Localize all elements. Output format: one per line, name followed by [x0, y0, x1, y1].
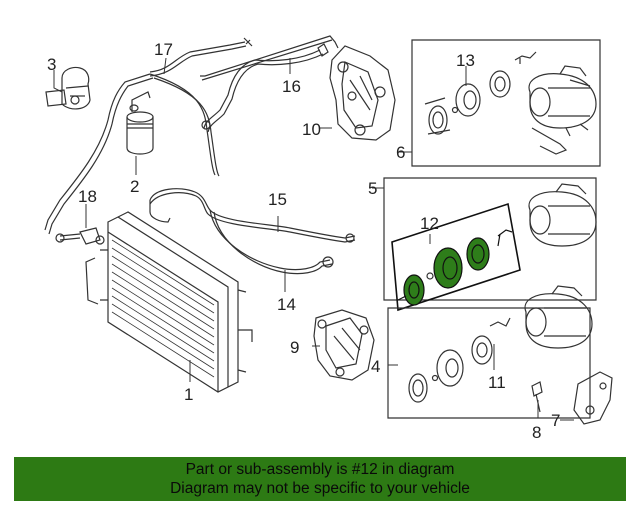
callout-4: 4 [371, 357, 380, 376]
pressure-switch-3[interactable] [45, 66, 91, 110]
callout-2: 2 [130, 177, 139, 196]
compressor-5-body [528, 183, 597, 247]
leader-lines [53, 57, 574, 421]
callout-11: 11 [488, 373, 506, 392]
bolt-8[interactable] [531, 381, 543, 413]
callout-12: 12 [420, 214, 439, 233]
compressor-bracket-10[interactable] [329, 45, 396, 141]
callout-8: 8 [532, 423, 541, 442]
condenser-1[interactable] [85, 211, 253, 393]
ac-line-14[interactable] [209, 209, 334, 275]
parts-diagram: 1 2 3 4 5 6 7 8 9 10 11 12 13 14 15 16 1… [44, 35, 613, 442]
callout-6: 6 [396, 143, 405, 162]
callout-13: 13 [456, 51, 475, 70]
bracket-7[interactable] [573, 371, 613, 425]
info-banner: Part or sub-assembly is #12 in diagram D… [14, 457, 626, 501]
compressor-assembly-box-6[interactable] [411, 39, 601, 167]
callout-3: 3 [47, 55, 56, 74]
clutch-assembly-12[interactable] [391, 202, 521, 312]
callout-18: 18 [78, 187, 97, 206]
compressor-assembly-box-4[interactable] [387, 285, 593, 419]
callout-14: 14 [277, 295, 296, 314]
callout-1: 1 [184, 385, 193, 404]
callout-7: 7 [551, 411, 560, 430]
compressor-6-body [528, 65, 597, 137]
compressor-4-body [524, 285, 593, 349]
banner-line-1: Part or sub-assembly is #12 in diagram [185, 461, 455, 478]
compressor-assembly-box-5[interactable] [383, 177, 597, 301]
callout-5: 5 [368, 179, 377, 198]
receiver-drier-2[interactable] [126, 91, 154, 155]
callout-9: 9 [290, 338, 299, 357]
callout-16: 16 [282, 77, 301, 96]
callout-10: 10 [302, 120, 321, 139]
callout-15: 15 [268, 190, 287, 209]
ac-line-15[interactable] [149, 188, 356, 243]
fitting-18[interactable] [55, 227, 105, 245]
clutch-parts-4 [408, 317, 511, 403]
bracket-9[interactable] [313, 309, 375, 381]
callout-labels: 1 2 3 4 5 6 7 8 9 10 11 12 13 14 15 16 1… [47, 40, 560, 442]
callout-17: 17 [154, 40, 173, 59]
ac-line-17[interactable] [44, 35, 339, 235]
clutch-parts-6 [424, 51, 568, 155]
banner-line-2: Diagram may not be specific to your vehi… [170, 480, 470, 497]
ac-line-16[interactable] [201, 43, 329, 133]
